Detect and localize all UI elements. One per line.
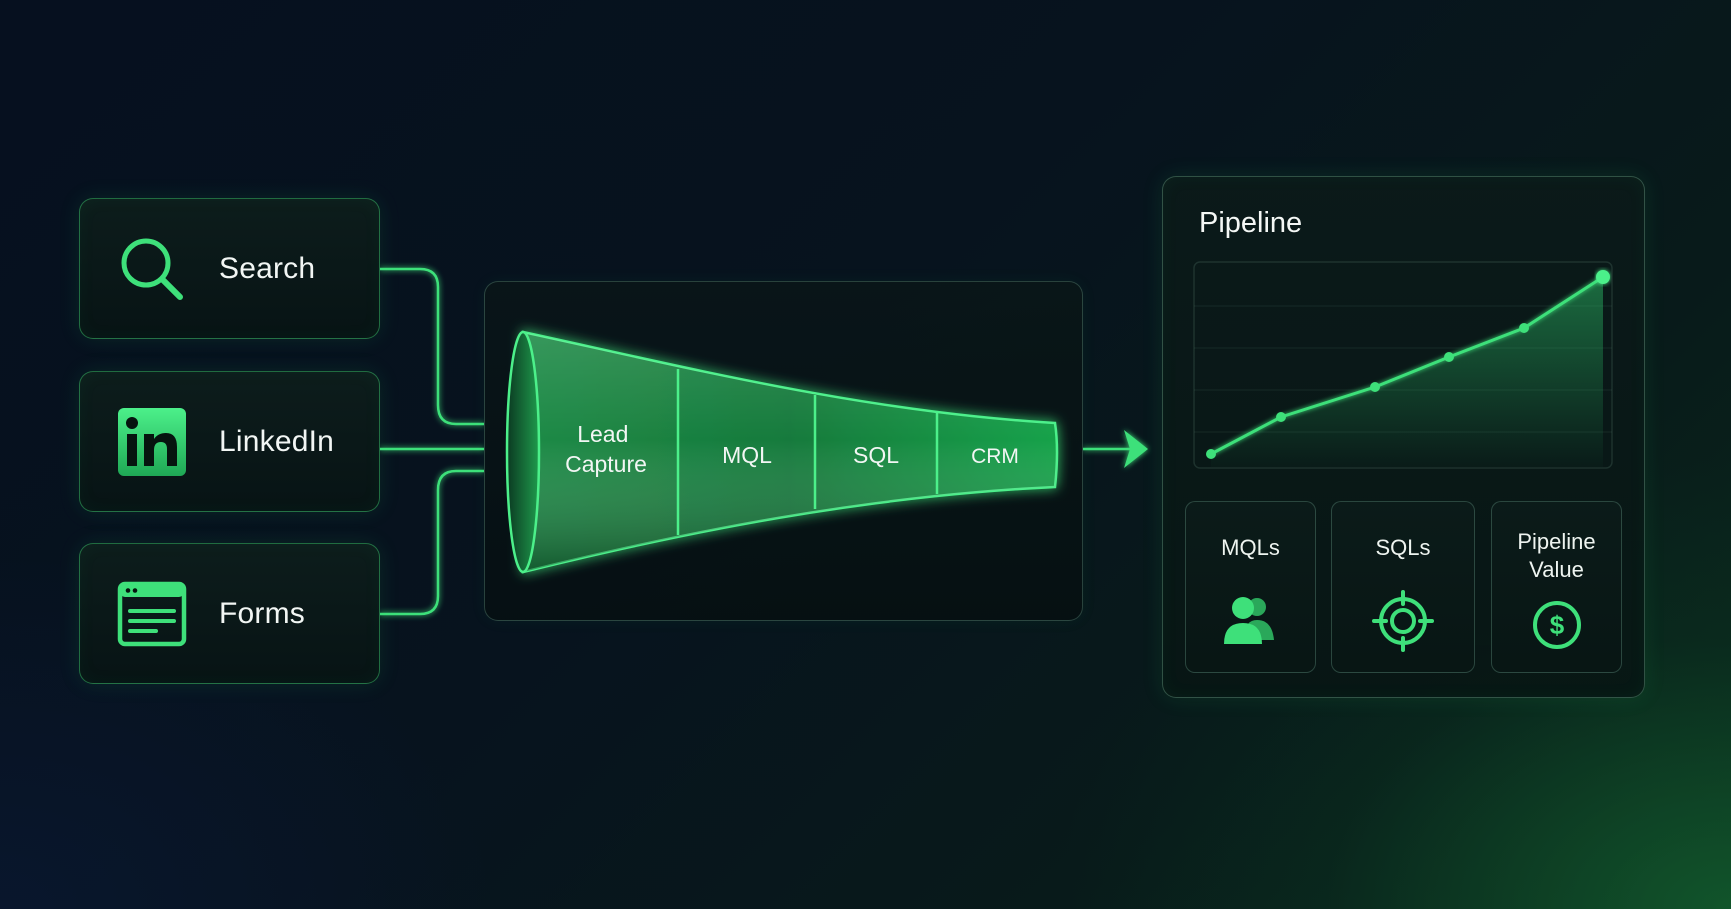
- metric-label: MQLs: [1221, 535, 1280, 560]
- target-icon: [1372, 590, 1434, 652]
- trend-point: [1596, 270, 1610, 284]
- source-label: LinkedIn: [219, 424, 335, 458]
- pipeline-title: Pipeline: [1199, 207, 1303, 239]
- funnel-mouth: [505, 330, 541, 574]
- trend-point: [1370, 382, 1380, 392]
- svg-text:$: $: [1549, 610, 1564, 640]
- source-card-forms: Forms: [79, 543, 380, 684]
- connector-search: [380, 267, 484, 426]
- pipeline-trend-chart: [1193, 261, 1613, 469]
- source-label: Search: [219, 251, 316, 285]
- trend-point: [1444, 352, 1454, 362]
- dollar-icon: $: [1532, 601, 1581, 649]
- funnel-stage-crm: CRM: [971, 445, 1019, 468]
- funnel-stage-mql: MQL: [722, 442, 772, 468]
- source-card-search: Search: [79, 198, 380, 339]
- browser-form-icon: [117, 581, 187, 646]
- trend-line: [1210, 275, 1604, 456]
- linkedin-icon: [118, 407, 186, 476]
- trend-point: [1519, 323, 1529, 333]
- funnel-stage-sql: SQL: [853, 442, 899, 468]
- metric-label-line2: Value: [1529, 557, 1584, 582]
- metric-card-pipeline-value: Pipeline Value $: [1491, 501, 1622, 673]
- connector-forms: [380, 469, 484, 616]
- pipeline-panel: Pipeline: [1162, 176, 1645, 698]
- source-label: Forms: [219, 596, 305, 630]
- trend-point: [1206, 449, 1216, 459]
- search-icon: [121, 238, 183, 300]
- metric-label: Pipeline: [1517, 529, 1596, 554]
- metric-label: SQLs: [1375, 535, 1431, 560]
- funnel-panel: Lead Capture MQL SQL CRM: [484, 281, 1083, 621]
- trend-area: [1211, 277, 1603, 467]
- metric-card-sqls: SQLs: [1331, 501, 1475, 673]
- source-card-linkedin: LinkedIn: [79, 371, 380, 512]
- funnel-graphic: Lead Capture MQL SQL CRM: [505, 330, 1059, 574]
- users-icon: [1223, 597, 1274, 644]
- funnel-stage-lead-capture: Lead Capture: [565, 421, 647, 477]
- chart-frame: [1193, 261, 1613, 469]
- trend-point: [1276, 412, 1286, 422]
- metric-card-mqls: MQLs: [1185, 501, 1316, 673]
- arrow-head-icon: [1124, 430, 1148, 468]
